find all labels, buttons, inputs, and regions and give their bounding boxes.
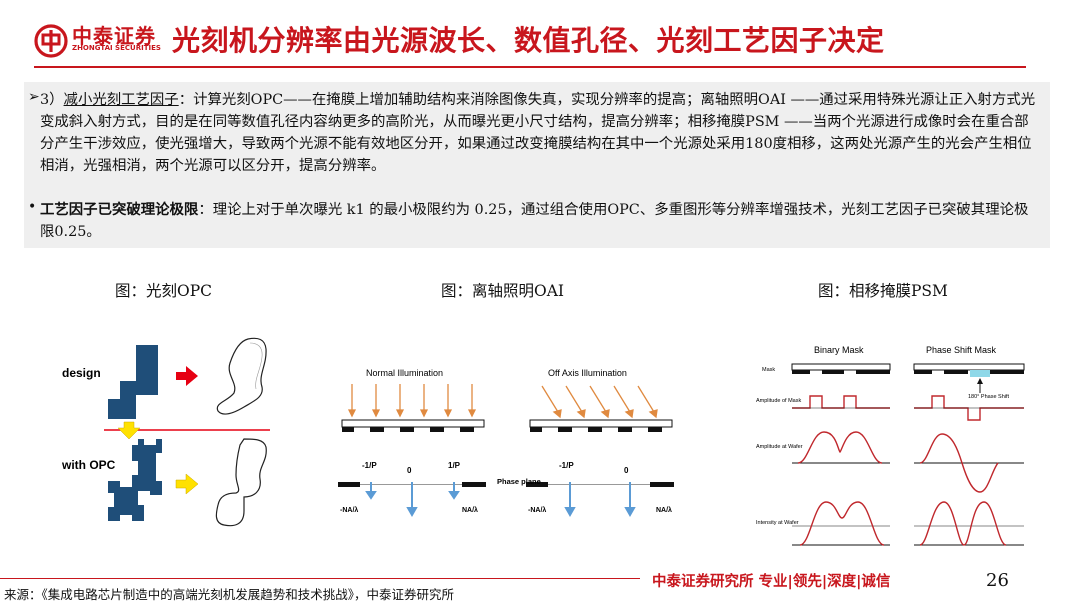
- opc-with-opc-label: with OPC: [61, 458, 116, 472]
- para1-label: 减小光刻工艺因子: [63, 92, 179, 108]
- opc-design-shape: [108, 345, 158, 419]
- oai-order-arrows: [365, 482, 636, 518]
- psm-binary-amp-wafer: [797, 431, 883, 464]
- svg-text:-NA/λ: -NA/λ: [340, 506, 358, 514]
- psm-phase-shift-note: 180° Phase Shift: [968, 394, 1010, 400]
- opc-yellow-right-arrow-icon: [175, 473, 199, 495]
- psm-phase-shifter: [970, 370, 990, 377]
- psm-phase-shift-label: Phase Shift Mask: [926, 345, 997, 355]
- psm-binary-intensity: [799, 501, 885, 546]
- psm-phase-intensity: [919, 501, 1007, 546]
- logo-text: 中泰证券: [72, 24, 156, 48]
- svg-text:Mask: Mask: [762, 367, 775, 373]
- svg-text:0: 0: [407, 466, 412, 475]
- opc-design-contour: [216, 337, 267, 415]
- psm-binary-amp-mask: [792, 395, 890, 409]
- oai-normal-arrows: [347, 384, 477, 418]
- svg-text:0: 0: [624, 466, 629, 475]
- oai-phase-plane-label: Phase plane: [497, 477, 541, 486]
- oai-phase-plane-offaxis: [526, 482, 674, 487]
- bullet-dot-icon: •: [28, 199, 37, 215]
- figure-caption-oai: 图：离轴照明OAI: [441, 282, 565, 300]
- opc-red-arrow-icon: [176, 366, 198, 386]
- para2-text: ：理论上对于单次曝光 k1 的最小极限约为 0.25，通过组合使用OPC、多重图…: [40, 202, 1029, 240]
- psm-binary-mask: [791, 363, 891, 374]
- title-divider: [34, 66, 1026, 68]
- opc-design-label: design: [62, 366, 101, 380]
- footer-source: 来源：《集成电路芯片制造中的高端光刻机发展趋势和技术挑战》，中泰证券研究所: [4, 587, 455, 602]
- svg-text:NA/λ: NA/λ: [656, 506, 672, 514]
- para2-label: 工艺因子已突破理论极限: [40, 201, 199, 218]
- oai-mask-offaxis: [529, 419, 673, 432]
- oai-normal-label: Normal Illumination: [366, 368, 443, 378]
- bullet-arrow-icon: ➢: [28, 89, 40, 105]
- opc-corrected-contour: [215, 438, 267, 527]
- oai-figure: Normal Illumination Off Axis Illuminatio…: [338, 368, 674, 518]
- figure-caption-opc: 图：光刻OPC: [115, 282, 212, 300]
- svg-text:Intensity at Wafer: Intensity at Wafer: [756, 520, 799, 526]
- oai-offaxis-arrows: [541, 385, 658, 419]
- footer-divider: [0, 578, 640, 579]
- page-title: 光刻机分辨率由光源波长、数值孔径、光刻工艺因子决定: [172, 24, 885, 57]
- footer-brand: 中泰证券研究所 专业|领先|深度|诚信: [652, 574, 891, 590]
- psm-binary-label: Binary Mask: [814, 345, 864, 355]
- opc-corrected-shape: [108, 439, 162, 521]
- opc-yellow-down-arrow-icon: [117, 421, 141, 440]
- para1-text: ：计算光刻OPC——在掩膜上增加辅助结构来消除图像失真，实现分辨率的提高；离轴照…: [40, 92, 1036, 174]
- svg-text:NA/λ: NA/λ: [462, 506, 478, 514]
- text-panel: [24, 82, 1050, 248]
- svg-text:-1/P: -1/P: [362, 461, 377, 470]
- svg-text:Amplitude at Wafer: Amplitude at Wafer: [756, 444, 803, 450]
- figure-caption-psm: 图：相移掩膜PSM: [818, 282, 948, 300]
- logo-mark-icon: [34, 24, 68, 58]
- oai-offaxis-label: Off Axis Illumination: [548, 368, 627, 378]
- psm-phase-mask: [913, 363, 1025, 377]
- oai-mask-normal: [341, 419, 485, 432]
- svg-text:-NA/λ: -NA/λ: [528, 506, 546, 514]
- psm-phase-amp-wafer: [919, 433, 999, 493]
- paragraph-1: 3）减小光刻工艺因子：计算光刻OPC——在掩膜上增加辅助结构来消除图像失真，实现…: [40, 89, 1040, 177]
- opc-figure: design with OPC: [61, 337, 270, 527]
- svg-text:1/P: 1/P: [448, 461, 461, 470]
- paragraph-2: 工艺因子已突破理论极限：理论上对于单次曝光 k1 的最小极限约为 0.25，通过…: [40, 199, 1040, 243]
- para1-prefix: 3）: [40, 92, 64, 108]
- svg-text:Amplitude of Mask: Amplitude of Mask: [756, 398, 801, 404]
- page-number: 26: [986, 570, 1009, 591]
- psm-figure: Binary Mask Phase Shift Mask Mask Amplit…: [756, 345, 1025, 546]
- svg-text:-1/P: -1/P: [559, 461, 574, 470]
- logo-subtext: ZHONGTAI SECURITIES: [72, 44, 161, 52]
